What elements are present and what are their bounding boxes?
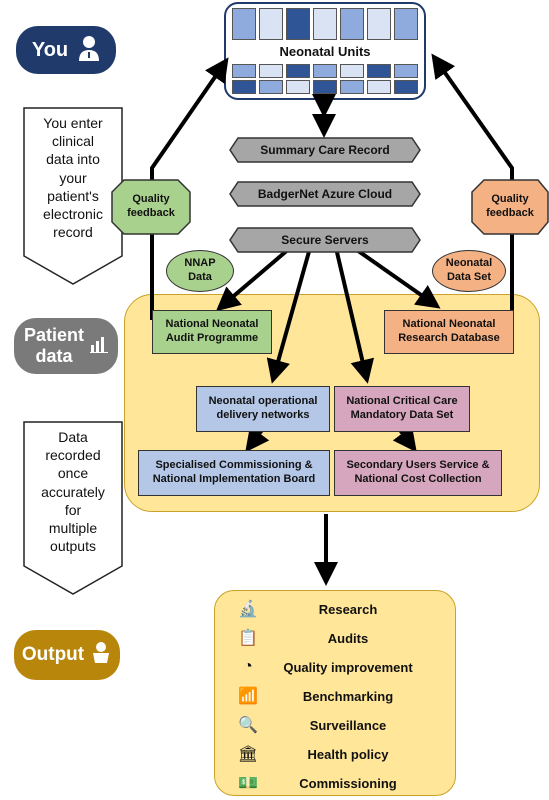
baby-icon — [90, 641, 112, 670]
unit-cell — [259, 8, 283, 40]
output-health-policy: 🏛 Health policy — [237, 746, 389, 763]
unit-cell — [313, 64, 337, 78]
unit-cell — [367, 64, 391, 78]
unit-cell — [286, 8, 310, 40]
unit-cell — [313, 80, 337, 94]
unit-cell — [340, 80, 364, 94]
building-icon: 🏛 — [237, 746, 259, 763]
unit-row-bottom — [232, 64, 418, 94]
unit-cell — [286, 80, 310, 94]
bar-chart-icon — [90, 335, 108, 358]
neonatal-units-panel: Neonatal Units — [224, 2, 426, 100]
unit-cell — [313, 8, 337, 40]
patient-label: Patient — [23, 325, 84, 346]
unit-row-top — [232, 8, 418, 40]
unit-cell — [394, 80, 418, 94]
unit-cell — [286, 64, 310, 78]
clipboard-icon: 📋 — [238, 630, 258, 647]
unit-cell — [394, 8, 418, 40]
unit-cell — [340, 64, 364, 78]
unit-cell — [259, 64, 283, 78]
unit-cell — [232, 8, 256, 40]
summary-care-record: Summary Care Record — [260, 142, 390, 157]
output-commissioning: 💵 Commissioning — [236, 772, 436, 794]
money-icon: 💵 — [238, 775, 258, 792]
output-benchmarking: 📶 Benchmarking — [236, 685, 436, 707]
secure-servers: Secure Servers — [281, 232, 369, 247]
unit-cell — [259, 80, 283, 94]
unit-cell — [340, 8, 364, 40]
specialised-box: Specialised Commissioning &National Impl… — [138, 450, 330, 496]
output-label: Output — [21, 644, 85, 665]
unit-cell — [394, 64, 418, 78]
stairs-icon: 📶 — [238, 688, 258, 705]
microscope-icon: 🔬 — [238, 601, 258, 618]
output-panel — [214, 590, 456, 796]
output-audits: 📋 Audits — [236, 627, 436, 649]
neonatal-units-title: Neonatal Units — [279, 44, 371, 59]
unit-cell — [232, 64, 256, 78]
unit-cell — [232, 80, 256, 94]
unit-cell — [367, 80, 391, 94]
doctor-icon — [78, 35, 100, 66]
gauge-icon: ◔ — [243, 658, 253, 675]
unit-cell — [367, 8, 391, 40]
badgernet-cloud: BadgerNet Azure Cloud — [257, 186, 393, 201]
output-research: 🔬 Research — [236, 598, 436, 620]
data-label: data — [35, 346, 73, 366]
sus-box: Secondary Users Service &National Cost C… — [334, 450, 502, 496]
output-surveillance: 🔍 Surveillance — [236, 714, 436, 736]
output-quality-improvement: ◔ Quality improvement — [236, 656, 436, 678]
magnifier-icon: 🔍 — [238, 717, 258, 734]
patient-data-badge: Patient data — [14, 318, 118, 374]
you-badge: You — [16, 26, 116, 74]
you-label: You — [31, 38, 69, 61]
output-badge: Output — [14, 630, 120, 680]
